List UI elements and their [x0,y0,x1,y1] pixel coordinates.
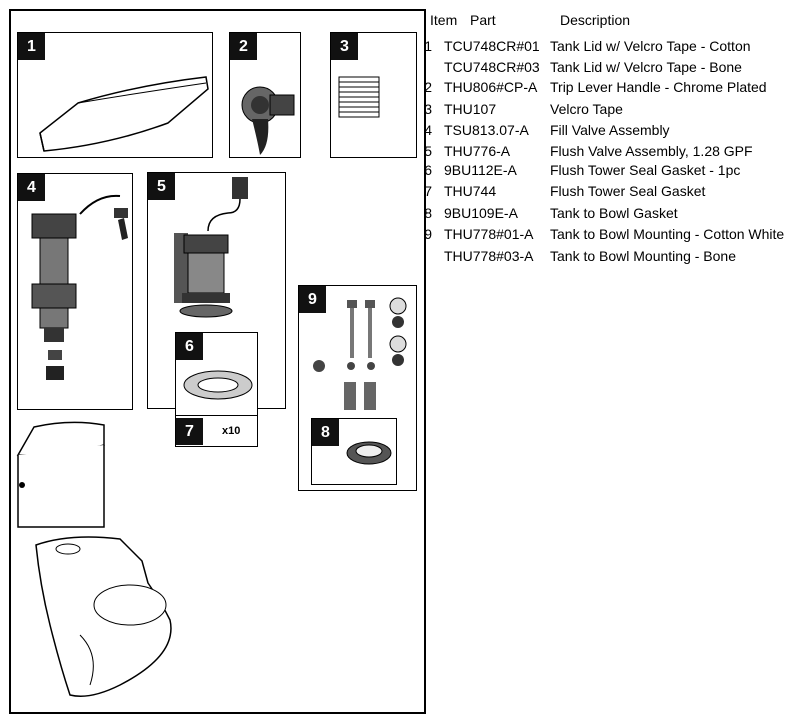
part-label-5: 5 [148,173,175,200]
table-row: 4 TSU813.07-A Fill Valve Assembly [424,122,798,142]
trip-lever-illustration [241,86,295,155]
part-box-1: 1 [17,32,213,158]
part-label-3: 3 [331,33,358,60]
header-description: Description [560,12,631,28]
part-number: TCU748CR#03 [444,59,540,75]
item-number: 9 [424,226,432,242]
header-item: Item [430,12,458,28]
part-box-6: 6 [175,332,258,416]
item-number: 7 [424,183,432,199]
part-number: TCU748CR#01 [444,38,540,54]
part-number: THU107 [444,101,497,117]
fill-valve-illustration [31,194,128,380]
item-number: 1 [424,38,432,54]
table-row: 6 9BU112E-A Flush Tower Seal Gasket - 1p… [424,162,798,182]
part-label-1: 1 [18,33,45,60]
part-description: Flush Tower Seal Gasket [550,183,706,199]
header-part: Part [470,12,496,28]
table-row: 7 THU744 Flush Tower Seal Gasket [424,183,798,203]
seal-gasket-illustration [183,370,253,400]
part-description: Trip Lever Handle - Chrome Plated [550,79,767,95]
toilet-illustration [16,421,172,697]
table-row: TCU748CR#03 Tank Lid w/ Velcro Tape - Bo… [426,59,798,79]
part-box-7: 7 x10 [175,415,258,447]
part-number: THU778#03-A [444,248,534,264]
part-label-4: 4 [18,174,45,201]
part-description: Tank Lid w/ Velcro Tape - Cotton [550,38,751,54]
part-number: 9BU112E-A [444,162,517,178]
part-description: Flush Tower Seal Gasket - 1pc [550,162,741,178]
parts-diagram-frame [9,9,426,714]
table-row: 1 TCU748CR#01 Tank Lid w/ Velcro Tape - … [424,38,798,58]
part-label-7: 7 [176,418,203,445]
table-row: 2 THU806#CP-A Trip Lever Handle - Chrome… [424,79,798,99]
flush-valve-illustration [174,177,248,318]
part-description: Velcro Tape [550,101,623,117]
table-row: 5 THU776-A Flush Valve Assembly, 1.28 GP… [424,143,798,163]
part-label-8: 8 [312,419,339,446]
part-box-3: 3 [330,32,417,158]
part-description: Fill Valve Assembly [550,122,670,138]
item-number: 8 [424,205,432,221]
part-label-2: 2 [230,33,257,60]
quantity-label: x10 [222,425,241,437]
part-number: THU776-A [444,143,511,159]
part-description: Tank to Bowl Mounting - Bone [550,248,736,264]
table-row: 9 THU778#01-A Tank to Bowl Mounting - Co… [424,226,798,246]
part-box-2: 2 [229,32,301,158]
part-description: Tank to Bowl Gasket [550,205,678,221]
tank-lid-illustration [39,76,209,152]
part-number: TSU813.07-A [444,122,529,138]
table-row: THU778#03-A Tank to Bowl Mounting - Bone [426,248,798,268]
mounting-hardware-illustration [313,297,407,410]
item-number: 3 [424,101,432,117]
part-number: THU806#CP-A [444,79,538,95]
part-number: THU778#01-A [444,226,534,242]
part-label-9: 9 [299,286,326,313]
part-description: Tank to Bowl Mounting - Cotton White [550,226,785,242]
tank-gasket-illustration [346,441,392,465]
part-number: 9BU109E-A [444,205,518,221]
item-number: 5 [424,143,432,159]
item-number: 4 [424,122,432,138]
table-row: 3 THU107 Velcro Tape [424,101,798,121]
part-number: THU744 [444,183,497,199]
part-label-6: 6 [176,333,203,360]
part-box-4: 4 [17,173,133,410]
part-description: Tank Lid w/ Velcro Tape - Bone [550,59,742,75]
item-number: 2 [424,79,432,95]
part-description: Flush Valve Assembly, 1.28 GPF [550,143,753,159]
table-row: 8 9BU109E-A Tank to Bowl Gasket [424,205,798,225]
item-number: 6 [424,162,432,178]
velcro-tape-illustration [338,76,380,118]
part-box-8: 8 [311,418,397,485]
